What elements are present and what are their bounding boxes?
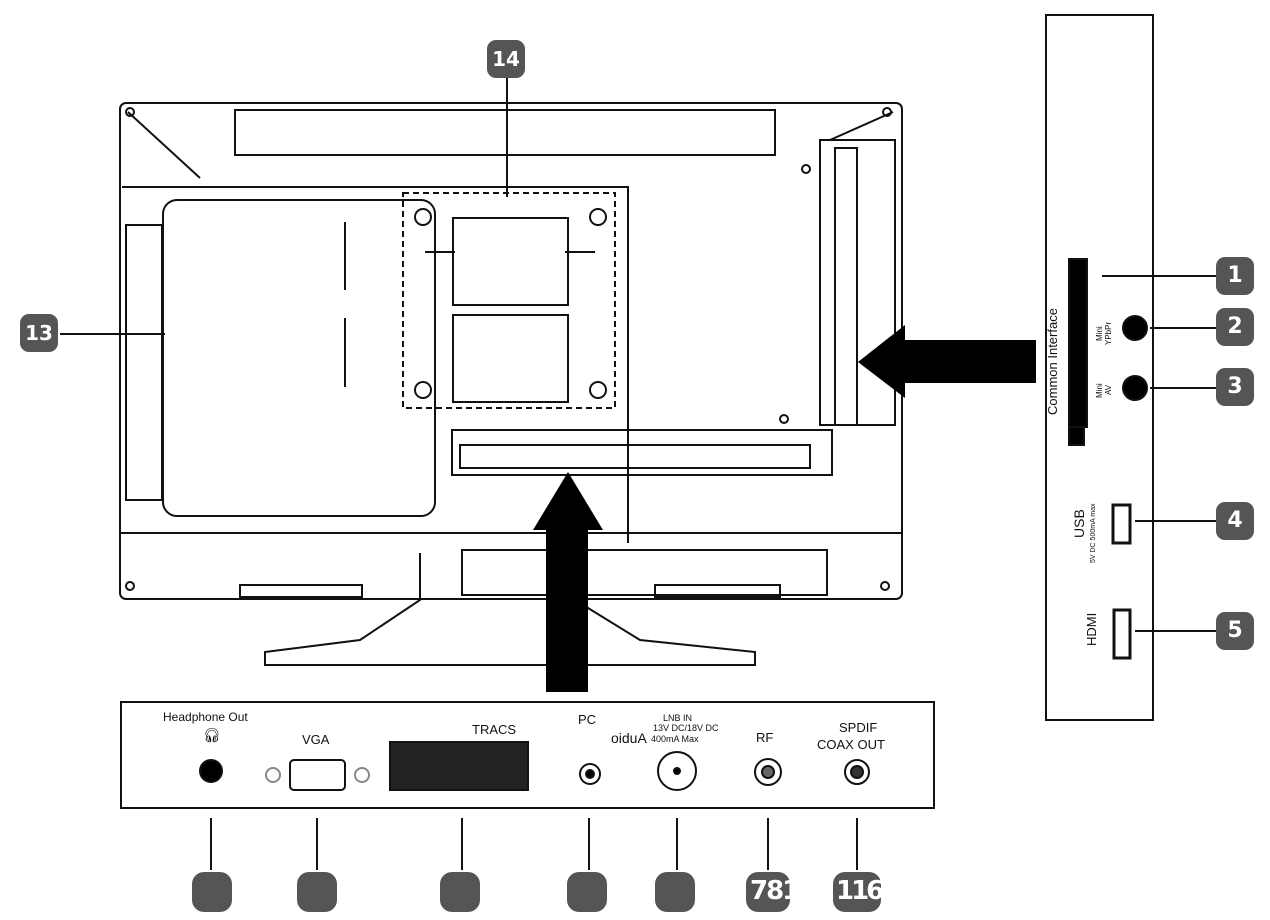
side-connector-panel	[1045, 14, 1154, 721]
mini-ypbpr-label-1: Mini	[1095, 326, 1104, 341]
mini-av-label-2: AV	[1104, 384, 1113, 395]
callout-badge-4: 4	[1216, 502, 1254, 540]
callout-badge-2: 2	[1216, 308, 1254, 346]
spdif-label: SPDIF	[839, 720, 878, 735]
usb-rating-label: 5V DC 500mA max	[1090, 503, 1097, 563]
mini-ypbpr-label-2: YPbPr	[1104, 321, 1113, 345]
coax-out-label: COAX OUT	[817, 737, 885, 752]
lnb-in-label: LNB IN	[663, 713, 693, 723]
pc-label: PC	[578, 712, 597, 727]
audio-label: oiduA	[611, 730, 647, 746]
callout-badge-13: 13	[20, 314, 58, 352]
common-interface-label: Common Interface	[1045, 308, 1060, 415]
callout-badge-14: 14	[487, 40, 525, 78]
lnb-voltage-label: 13V DC/18V DC	[653, 723, 719, 733]
stand	[264, 553, 756, 666]
inner-panel	[122, 186, 629, 543]
rf-label: RF	[756, 730, 774, 745]
callout-badge-5: 5	[1216, 612, 1254, 650]
arrow-up-icon	[533, 472, 603, 692]
callout-badge-rf-number: 781	[750, 876, 800, 906]
left-port-strip	[125, 224, 163, 501]
hdmi-label: HDMI	[1084, 612, 1099, 646]
vga-label: VGA	[302, 732, 330, 747]
bottom-connector-panel	[120, 701, 935, 809]
lnb-current-label: 400mA Max	[651, 734, 699, 744]
mini-av-label-1: Mini	[1095, 383, 1104, 398]
callout-badge-3: 3	[1216, 368, 1254, 406]
headphone-out-label: Headphone Out	[163, 710, 248, 724]
usb-label: USB	[1071, 509, 1087, 538]
headphone-icon: 🎧︎	[203, 728, 221, 744]
top-vent	[234, 109, 776, 156]
arrow-left-icon	[858, 325, 1036, 398]
callout-badge-spdif-number: 1162	[836, 876, 899, 906]
tv-back-outline	[119, 102, 903, 600]
callout-badge-1: 1	[1216, 257, 1254, 295]
scart-label: TRACS	[472, 722, 517, 737]
